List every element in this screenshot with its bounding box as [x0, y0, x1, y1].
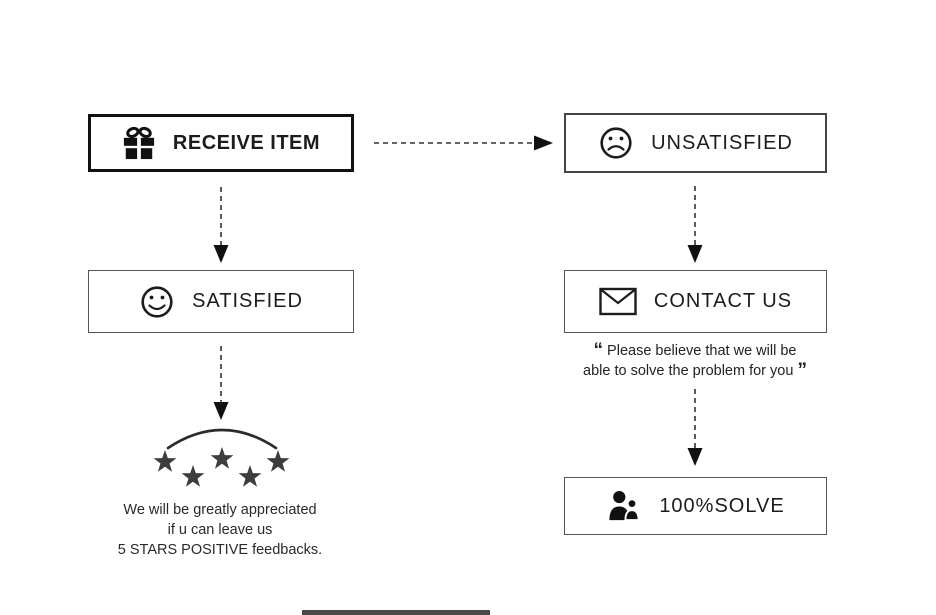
- node-satisfied: SATISFIED: [88, 270, 354, 333]
- close-quote-mark: ”: [797, 360, 807, 381]
- node-label: UNSATISFIED: [651, 131, 793, 154]
- feedback-line-3: 5 STARS POSITIVE feedbacks.: [117, 542, 323, 558]
- stars-arc: [166, 428, 278, 450]
- node-unsatisfied: UNSATISFIED: [564, 113, 827, 173]
- five-stars-graphic: [135, 424, 305, 496]
- feedback-line-1: We will be greatly appreciated: [123, 502, 317, 518]
- star-icon: [210, 447, 234, 469]
- feedback-note: We will be greatly appreciated if u can …: [60, 500, 380, 560]
- reassurance-quote: “ Please believe that we will be able to…: [545, 341, 845, 381]
- gift-icon: [122, 126, 156, 160]
- sad-face-icon: [598, 125, 634, 161]
- star-icon: [238, 465, 262, 487]
- open-quote-mark: “: [593, 340, 604, 361]
- cropped-bottom-bar: [302, 610, 490, 615]
- star-icon: [181, 465, 205, 487]
- node-100-percent-solve: 100%SOLVE: [564, 477, 827, 535]
- node-contact-us: CONTACT US: [564, 270, 827, 333]
- node-label: RECEIVE ITEM: [172, 131, 321, 154]
- arrowhead-down: [213, 402, 229, 420]
- node-label: SATISFIED: [192, 290, 303, 312]
- star-icon: [153, 450, 177, 472]
- people-icon: [606, 490, 642, 522]
- arrowhead-right: [534, 135, 553, 151]
- node-receive-item: RECEIVE ITEM: [88, 114, 354, 172]
- feedback-line-2: if u can leave us: [167, 522, 273, 538]
- quote-line-1: “ Please believe that we will be: [593, 340, 797, 361]
- quote-line-2: able to solve the problem for you ”: [583, 360, 807, 381]
- node-label: 100%SOLVE: [659, 494, 785, 517]
- smiley-face-icon: [139, 284, 175, 320]
- star-icon: [266, 450, 290, 472]
- arrowhead-down: [213, 245, 229, 263]
- envelope-icon: [599, 287, 637, 316]
- arrowhead-down: [687, 245, 703, 263]
- node-label: CONTACT US: [653, 290, 793, 312]
- arrowhead-down: [687, 448, 703, 466]
